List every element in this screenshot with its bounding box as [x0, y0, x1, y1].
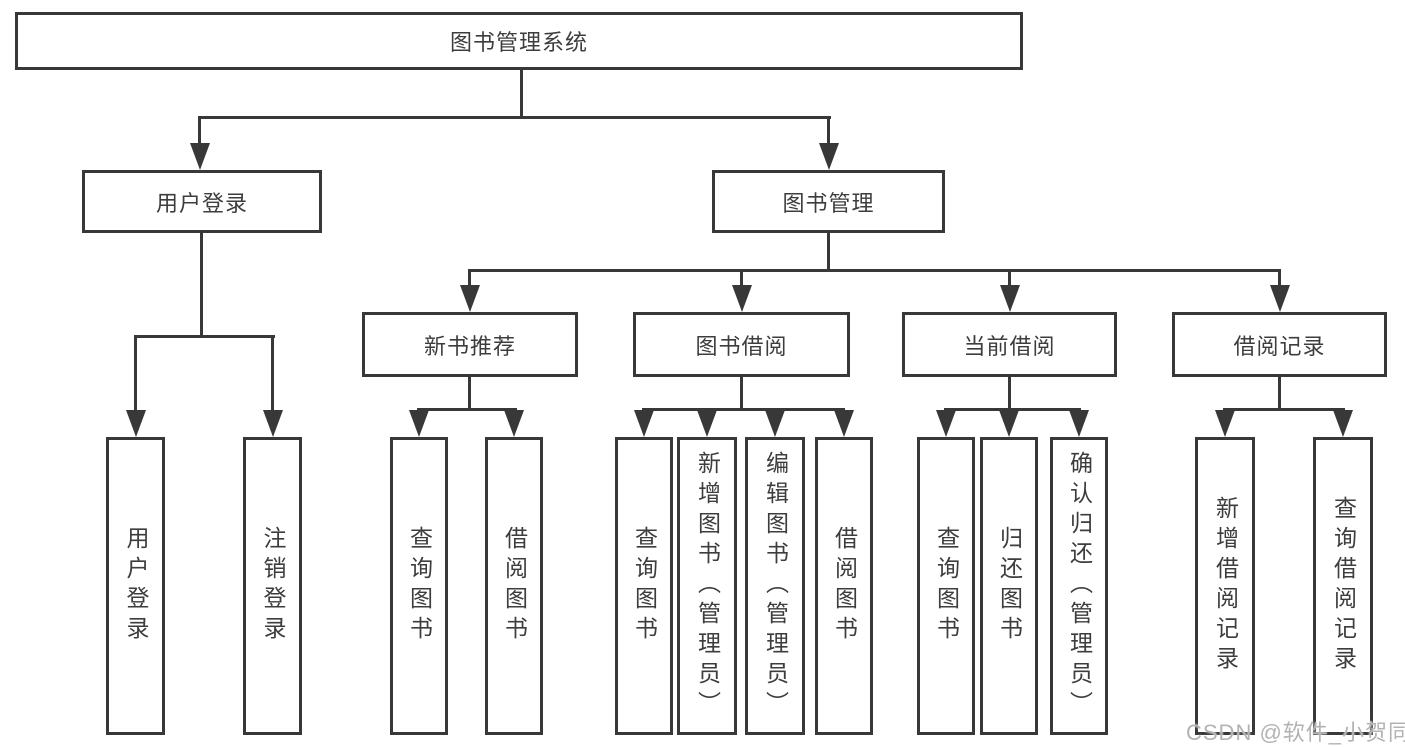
arrow-down-icon	[1069, 410, 1089, 437]
connector-line	[200, 233, 203, 338]
leaf-add-books-admin: 新增图书（管理员）	[677, 437, 737, 735]
node-label: 查询图书	[406, 526, 433, 646]
connector-line	[1223, 408, 1345, 411]
connector-line	[740, 377, 743, 411]
connector-line	[827, 116, 830, 150]
connector-line	[198, 116, 201, 150]
node-label: 借阅图书	[831, 526, 858, 646]
node-label: 借阅记录	[1233, 333, 1326, 359]
arrow-down-icon	[460, 285, 480, 312]
node-label: 查询借阅记录	[1330, 496, 1357, 676]
arrow-down-icon	[1215, 410, 1235, 437]
arrow-down-icon	[697, 410, 717, 437]
arrow-down-icon	[1000, 285, 1020, 312]
arrow-down-icon	[126, 410, 146, 437]
connector-line	[827, 233, 830, 272]
node-label: 图书管理	[782, 190, 875, 216]
connector-line	[468, 377, 471, 411]
node-borrow-record: 借阅记录	[1172, 312, 1387, 377]
leaf-query-books: 查询图书	[917, 437, 975, 735]
node-label: 确认归还（管理员）	[1066, 451, 1093, 721]
arrow-down-icon	[1333, 410, 1353, 437]
arrow-down-icon	[834, 410, 854, 437]
connector-line	[417, 408, 517, 411]
arrow-down-icon	[1270, 285, 1290, 312]
node-label: 新增借阅记录	[1212, 496, 1239, 676]
connector-line	[271, 335, 274, 415]
connector-line	[642, 408, 845, 411]
connector-line	[1008, 377, 1011, 411]
arrow-down-icon	[634, 410, 654, 437]
node-label: 借阅图书	[501, 526, 528, 646]
arrow-down-icon	[765, 410, 785, 437]
node-book-management: 图书管理	[712, 170, 945, 233]
leaf-edit-books-admin: 编辑图书（管理员）	[745, 437, 805, 735]
node-label: 当前借阅	[963, 333, 1056, 359]
node-label: 图书管理系统	[449, 30, 588, 55]
arrow-down-icon	[409, 410, 429, 437]
leaf-confirm-return-admin: 确认归还（管理员）	[1050, 437, 1108, 735]
arrow-down-icon	[190, 143, 210, 170]
connector-line	[520, 70, 523, 118]
connector-line	[134, 335, 275, 338]
arrow-down-icon	[504, 410, 524, 437]
connector-line	[1008, 269, 1011, 291]
connector-line	[944, 408, 1081, 411]
node-book-borrow: 图书借阅	[633, 312, 850, 377]
leaf-query-books: 查询图书	[615, 437, 673, 735]
connector-line	[134, 335, 137, 415]
connector-line	[198, 116, 831, 119]
node-label: 注销登录	[260, 526, 286, 646]
connector-line	[1278, 269, 1281, 291]
leaf-return-books: 归还图书	[980, 437, 1038, 735]
node-user-login: 用户登录	[82, 170, 322, 233]
node-label: 查询图书	[631, 526, 658, 646]
arrow-down-icon	[936, 410, 956, 437]
leaf-logout: 注销登录	[243, 437, 302, 735]
node-label: 用户登录	[155, 190, 248, 216]
connector-line	[1278, 377, 1281, 411]
leaf-query-books: 查询图书	[390, 437, 448, 735]
leaf-add-borrow-record: 新增借阅记录	[1195, 437, 1255, 735]
leaf-user-login: 用户登录	[106, 437, 165, 735]
connector-line	[468, 269, 1281, 272]
leaf-borrow-books: 借阅图书	[485, 437, 543, 735]
node-current-borrow: 当前借阅	[902, 312, 1117, 377]
node-label: 图书借阅	[695, 333, 788, 359]
node-system-title: 图书管理系统	[15, 12, 1023, 70]
connector-line	[468, 269, 471, 291]
node-new-book-recommend: 新书推荐	[362, 312, 578, 377]
arrow-down-icon	[819, 143, 839, 170]
arrow-down-icon	[263, 410, 283, 437]
leaf-borrow-books: 借阅图书	[815, 437, 873, 735]
arrow-down-icon	[999, 410, 1019, 437]
node-label: 查询图书	[933, 526, 960, 646]
node-label: 新增图书（管理员）	[694, 451, 721, 721]
node-label: 新书推荐	[423, 333, 516, 359]
arrow-down-icon	[732, 285, 752, 312]
node-label: 归还图书	[996, 526, 1023, 646]
node-label: 编辑图书（管理员）	[762, 451, 789, 721]
csdn-watermark: CSDN @软件_小贺同学	[1186, 720, 1405, 745]
node-label: 用户登录	[123, 526, 149, 646]
connector-line	[740, 269, 743, 291]
leaf-query-borrow-record: 查询借阅记录	[1313, 437, 1373, 735]
